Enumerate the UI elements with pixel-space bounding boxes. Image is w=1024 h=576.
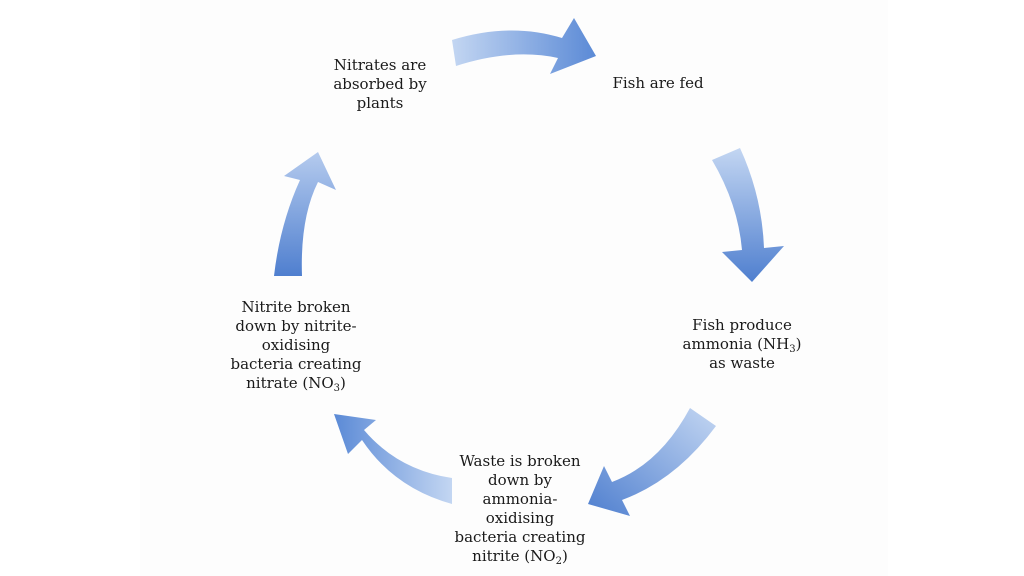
step-line: Nitrite broken <box>241 298 351 316</box>
step-line: bacteria creating <box>454 528 586 546</box>
step-line: plants <box>356 94 404 112</box>
step-line: absorbed by <box>333 75 427 93</box>
step-fish-are-fed: Fish are fed <box>596 74 720 93</box>
step-line: Nitrates are <box>333 56 427 74</box>
step-line: as waste <box>709 354 775 372</box>
step-line: ammonia- <box>482 490 558 508</box>
step-line: bacteria creating <box>230 355 362 373</box>
step-line: ammonia (NH3) <box>682 335 802 355</box>
step-fish-produce-ammonia: Fish produce ammonia (NH3) as waste <box>664 316 820 373</box>
step-nitrite-broken-down: Nitrite broken down by nitrite- oxidisin… <box>218 298 374 394</box>
step-line: oxidising <box>261 336 331 354</box>
step-line: Fish produce <box>692 316 792 334</box>
arrow-ammonia-to-nitrite <box>588 408 716 516</box>
step-nitrates-absorbed: Nitrates are absorbed by plants <box>318 56 442 113</box>
arrow-nitrite-to-nitrate <box>334 414 452 504</box>
step-line: Fish are fed <box>612 74 704 92</box>
diagram-background <box>140 0 888 576</box>
step-line: oxidising <box>485 509 555 527</box>
step-line: down by nitrite- <box>235 317 357 335</box>
arrow-fed-to-ammonia <box>712 148 784 282</box>
arrow-plants-to-fed <box>452 18 596 74</box>
step-line: nitrite (NO2) <box>472 547 568 567</box>
step-waste-broken-down: Waste is broken down by ammonia- oxidisi… <box>440 452 600 567</box>
arrow-nitrate-to-plants <box>274 152 336 276</box>
step-line: nitrate (NO3) <box>246 374 346 394</box>
step-line: Waste is broken <box>459 452 581 470</box>
step-line: down by <box>488 471 552 489</box>
